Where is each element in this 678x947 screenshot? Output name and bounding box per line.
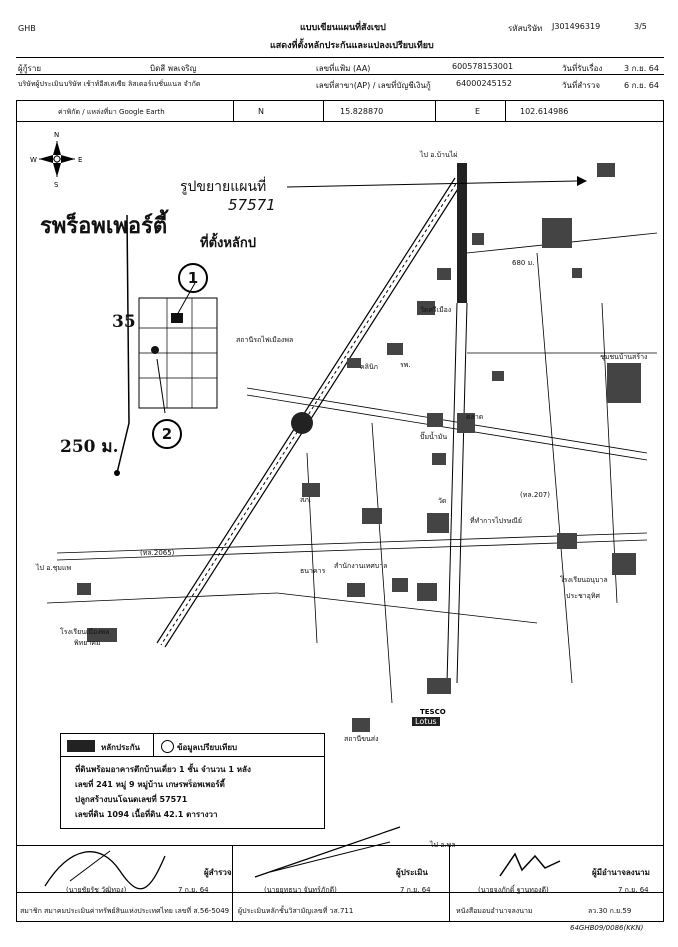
pricha-label: ประชาอุทิศ bbox=[566, 592, 600, 600]
survey-date: 6 ก.ย. 64 bbox=[624, 81, 659, 90]
road-2065-label: (ทล.2065) bbox=[140, 549, 175, 557]
enlarge-note: รูปขยายแผนที่ bbox=[180, 179, 267, 195]
corp-label: GHB bbox=[18, 24, 36, 33]
legend-line-1: ที่ดินพร้อมอาคารตึกบ้านเดี่ยว 1 ชั้น จำน… bbox=[75, 765, 251, 774]
road-chumpae-label: ไป อ.ชุมแพ bbox=[36, 564, 72, 572]
page-number: 3/5 bbox=[634, 22, 647, 31]
project-plot bbox=[114, 214, 218, 476]
surveyor-signature bbox=[44, 850, 166, 890]
legend-line-2: เลขที่ 241 หมู่ 9 หมู่บ้าน เกษรพร็อพเพอร… bbox=[75, 780, 225, 789]
surveyor-member: สมาชิก สมาคมประเมินค่าทรัพย์สินแห่งประเท… bbox=[20, 907, 230, 915]
school-label: โรงเรียนเมืองพล bbox=[60, 628, 110, 636]
market-label: ตลาด bbox=[466, 413, 484, 421]
lotus-label: Lotus bbox=[412, 717, 440, 726]
map-frame bbox=[16, 100, 664, 846]
railway-line bbox=[156, 177, 464, 648]
approver-name: (นายจงภักดิ์ ฐานทองดี) bbox=[478, 886, 549, 894]
marker-2: 2 bbox=[152, 419, 182, 449]
company-name: บริษัท เช้าท์อีสเสเซีย ลิสเตอร์เบชั่นแนล… bbox=[64, 80, 201, 88]
legend-box: หลักประกัน ข้อมูลเปรียบเทียบ ที่ดินพร้อม… bbox=[60, 733, 325, 829]
coord-n-value: 15.828870 bbox=[340, 107, 384, 116]
ref-number: J301496319 bbox=[552, 22, 601, 31]
company-label: บริษัทผู้ประเมิน bbox=[18, 80, 64, 88]
npo-label: ที่ทำการไปรษณีย์ bbox=[470, 517, 523, 525]
surveyor-name: (นายชัยรัช วัฒิทอง) bbox=[66, 886, 127, 894]
station-label: สถานีรถไฟเมืองพล bbox=[236, 336, 294, 344]
gas-label: ปั๊มน้ำมัน bbox=[420, 433, 448, 441]
recv-date-label: วันที่รับเรื่อง bbox=[562, 64, 603, 73]
thai-emblem-icon bbox=[291, 412, 313, 434]
collateral-swatch-icon bbox=[67, 740, 95, 752]
survey-date-label: วันที่สำรวจ bbox=[562, 81, 601, 90]
svg-text:S: S bbox=[54, 181, 59, 189]
project-name: รพร็อพเพอร์ตี้ bbox=[40, 214, 168, 239]
municipal-label: สำนักงานเทศบาล bbox=[334, 562, 388, 570]
distance-35: 35 bbox=[112, 312, 136, 332]
coord-source: ค่าพิกัด / แหล่งที่มา Google Earth bbox=[58, 108, 165, 116]
temple2-label: วัดศรีเมือง bbox=[420, 306, 452, 314]
marker-1: 1 bbox=[178, 263, 208, 293]
coord-e-label: E bbox=[475, 107, 481, 116]
approver-note: หนังสือมอบอำนาจลงนาม bbox=[456, 907, 533, 915]
main-road-north bbox=[457, 163, 467, 303]
legend-collateral: หลักประกัน bbox=[101, 743, 141, 752]
road-label-top: ไป อ.บ้านไผ่ bbox=[420, 151, 458, 159]
aa-value: 600578153001 bbox=[452, 62, 514, 71]
school2-label: พิทยาคม bbox=[74, 639, 101, 647]
form-code: 64GHB09/0086(KKN) bbox=[570, 924, 644, 932]
tesco-label: TESCO bbox=[420, 708, 446, 716]
signature-row bbox=[16, 846, 664, 922]
legend-comparison: ข้อมูลเปรียบเทียบ bbox=[177, 743, 238, 752]
approver-date: 7 ก.ย. 64 bbox=[618, 886, 649, 894]
approver-role: ผู้มีอำนาจลงนาม bbox=[592, 868, 650, 877]
school3-label: โรงเรียนอนุบาล bbox=[560, 576, 608, 584]
recv-date: 3 ก.ย. 64 bbox=[624, 64, 659, 73]
hospital-label: รพ. bbox=[400, 361, 411, 369]
appraiser-signature bbox=[254, 826, 401, 878]
road-207-label: (ทล.207) bbox=[520, 491, 550, 499]
ap-label: เลขที่สาขา(AP) / เลขที่บัญชีเงินกู้ bbox=[316, 81, 431, 90]
dist-680-label: 680 ม. bbox=[512, 259, 535, 267]
applicant-label: ผู้กู้ราย bbox=[18, 64, 42, 73]
wat-label: วัด bbox=[438, 497, 447, 505]
clinic-label: คลินิก bbox=[360, 363, 378, 371]
road-label-bottom: ไป อ.พล bbox=[430, 841, 456, 849]
landmark-icons bbox=[77, 163, 641, 732]
coord-n-label: N bbox=[258, 107, 264, 116]
approver-signature bbox=[499, 852, 561, 877]
ref-label: รหัสบริษัท bbox=[508, 24, 543, 33]
bank-label: ธนาคาร bbox=[300, 567, 326, 575]
form-subtitle: แสดงที่ตั้งหลักประกันและแปลงเปรียบเทียบ bbox=[270, 41, 434, 51]
plot-number: 57571 bbox=[228, 196, 276, 214]
coord-row bbox=[16, 100, 664, 122]
location-note: ที่ตั้งหลักป bbox=[200, 236, 257, 251]
chum-chon-label: ชุมชนบ้านสร้าง bbox=[600, 353, 648, 361]
svg-text:W: W bbox=[30, 156, 37, 164]
appraiser-name: (นายยุทธนา จันทร์ภักดี) bbox=[264, 886, 337, 894]
compass-icon: N S W E bbox=[30, 131, 82, 189]
svg-text:N: N bbox=[54, 131, 59, 139]
svg-text:E: E bbox=[78, 156, 82, 164]
surveyor-date: 7 ก.ย. 64 bbox=[178, 886, 209, 894]
form-title: แบบเขียนแผนที่สังเขป bbox=[300, 23, 386, 33]
legend-line-4: เลขที่ดิน 1094 เนื้อที่ดิน 42.1 ตารางวา bbox=[75, 810, 218, 819]
appraiser-license: ผู้ประเมินหลักชั้นวิสามัญเลขที่ วส.711 bbox=[238, 907, 354, 915]
surveyor-role: ผู้สำรวจ bbox=[204, 868, 232, 877]
legend-line-3: ปลูกสร้างบนโฉนดเลขที่ 57571 bbox=[75, 795, 188, 804]
appraiser-role: ผู้ประเมิน bbox=[396, 868, 428, 877]
police-label: สภ. bbox=[300, 496, 312, 504]
bus-label: สถานีขนส่ง bbox=[344, 735, 379, 743]
coord-e-value: 102.614986 bbox=[520, 107, 569, 116]
ap-value: 64000245152 bbox=[456, 79, 512, 88]
appraiser-date: 7 ก.ย. 64 bbox=[400, 886, 431, 894]
aa-label: เลขที่แฟ้ม (AA) bbox=[316, 64, 371, 73]
approver-note-2: ลว.30 ก.ย.59 bbox=[588, 907, 632, 915]
applicant-name: บิดสี พลเจริญ bbox=[150, 64, 197, 73]
distance-250: 250 ม. bbox=[60, 437, 119, 457]
comparison-circle-icon bbox=[161, 740, 174, 753]
map-canvas: N S W E bbox=[30, 131, 658, 732]
